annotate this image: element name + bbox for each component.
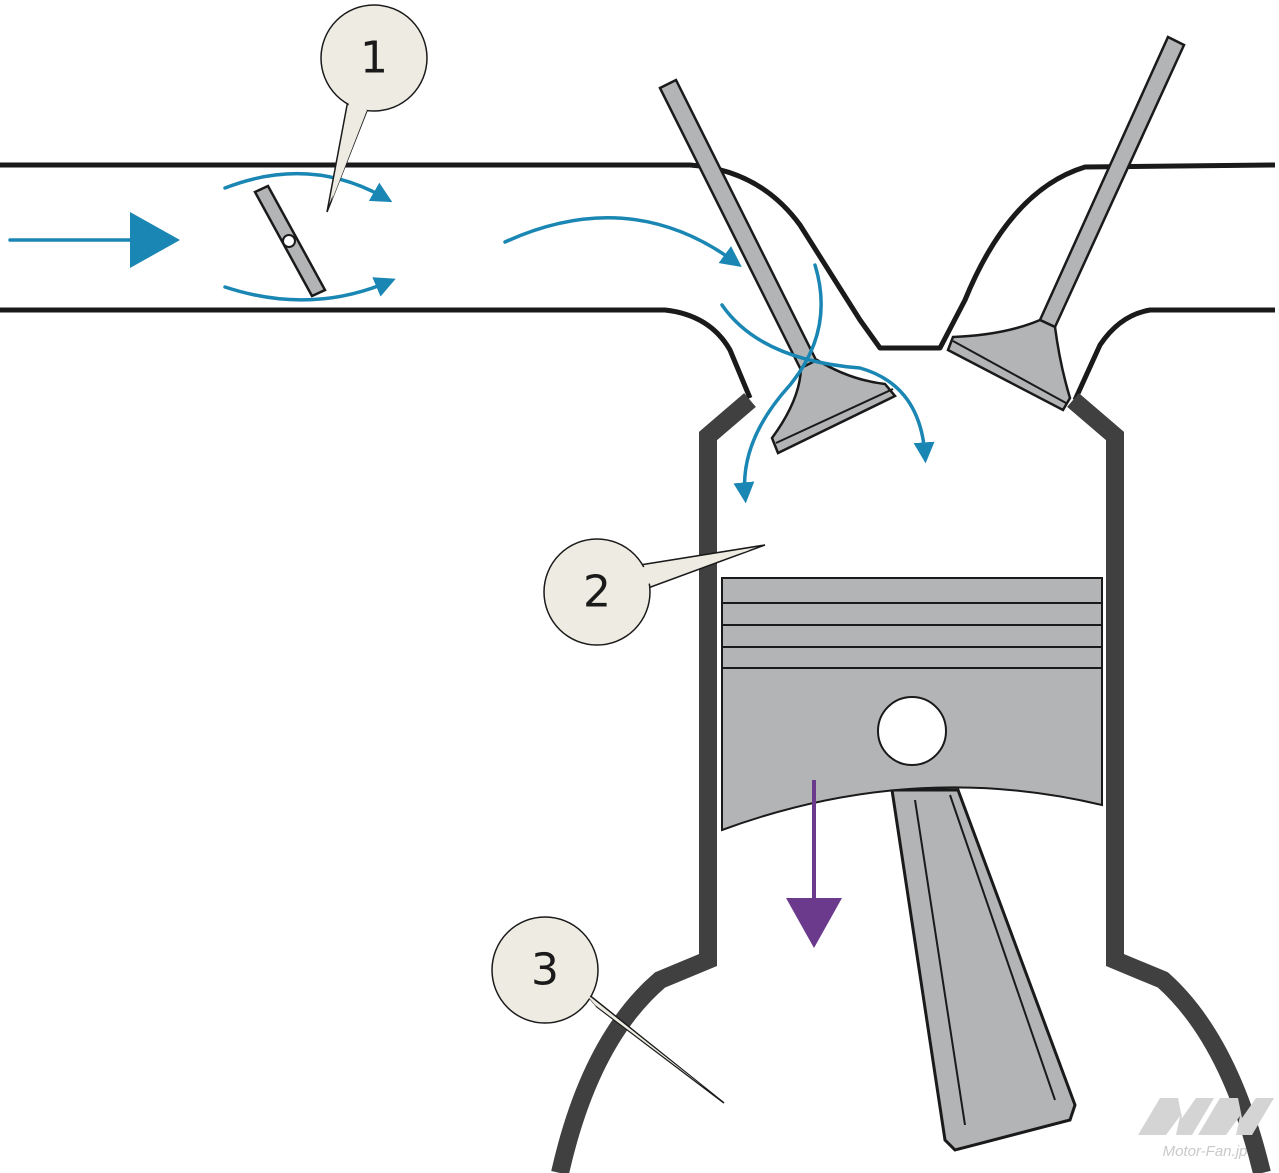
connecting-rod [890,788,1077,1152]
intake-port [0,162,1276,402]
callout-3: 3 [491,916,725,1104]
exhaust-valve [946,35,1186,412]
callout-2: 2 [543,538,766,646]
callout-3-label: 3 [531,945,559,996]
throttle-lower-flow [223,277,396,302]
motor-fan-logo-icon [1138,1098,1274,1135]
intake-valve [658,78,897,455]
callout-1: 1 [320,4,428,213]
cylinder-flow-left [733,263,823,504]
throttle-valve [253,184,327,298]
piston [721,577,1103,832]
watermark-text: Motor-Fan.jp [1163,1143,1248,1160]
throttle-upper-flow [223,171,393,203]
intake-flow-arrows [8,171,935,504]
inlet-arrow-head [130,212,180,268]
port-flow [503,216,742,267]
piston-pin-hole [877,696,947,766]
piston-motion-arrow [786,780,842,948]
callout-1-label: 1 [360,33,388,84]
callout-2-label: 2 [583,567,611,618]
cylinder-flow-right [720,303,935,464]
motor-fan-watermark: Motor-Fan.jp [1138,1098,1274,1160]
